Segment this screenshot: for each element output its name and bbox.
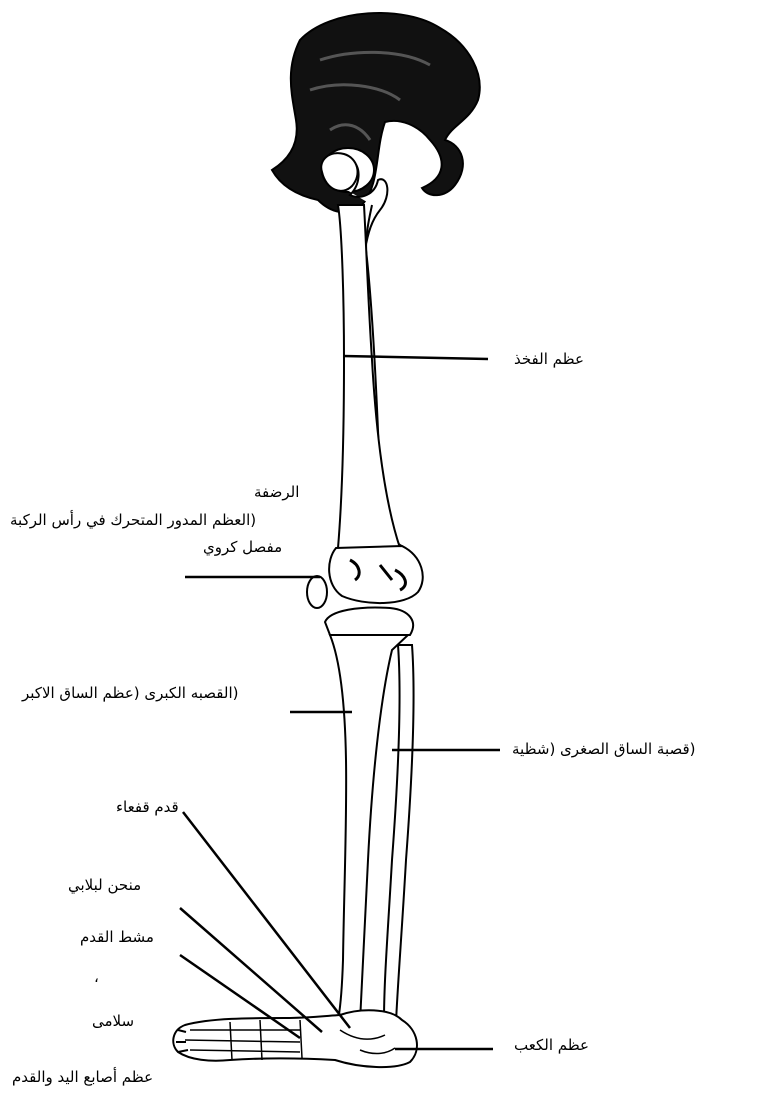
label-metatarsus: مشط القدم (80, 928, 154, 946)
fibula-bone (384, 645, 414, 1022)
flat-foot-leader (183, 812, 350, 1028)
label-flat-foot: قدم قفعاء (116, 798, 179, 816)
femur-shaft (338, 205, 400, 548)
label-calcaneus: عظم الكعب (514, 1036, 589, 1054)
foot-bones (173, 1010, 417, 1067)
label-patella-line-1: الرضفة (254, 483, 299, 501)
femur-condyles (329, 546, 423, 603)
label-phalanges: سلامى (92, 1012, 134, 1030)
label-patella-line-3: مفصل كروي (203, 538, 282, 556)
label-arch: منحن لبلابي (68, 876, 141, 894)
label-tibia: (القصبه الكبرى (عظم الساق الاكبر (22, 684, 238, 702)
label-fibula: (قصبة الساق الصغرى (شظية (512, 740, 696, 758)
label-digits: عظم أصابع اليد والقدم (12, 1068, 153, 1086)
patella-bone (307, 576, 327, 608)
pelvis (272, 13, 480, 212)
label-comma: ، (94, 968, 99, 986)
tibia-head (325, 608, 413, 635)
label-patella-line-2: (العظم المدور المتحرك في رأس الركبة (10, 511, 256, 529)
label-femur: عظم الفخذ (514, 350, 584, 368)
